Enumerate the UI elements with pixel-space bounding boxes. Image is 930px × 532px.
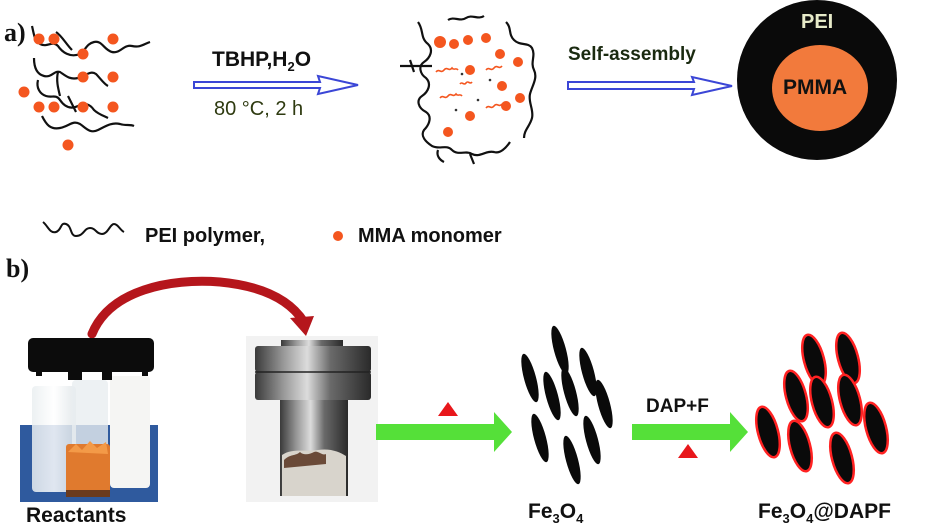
polymer-chain — [36, 79, 109, 119]
monomer-dot — [107, 71, 119, 83]
formula-sub3: 3 — [782, 511, 790, 527]
polymer-chain — [67, 95, 77, 113]
reagents-subscript: 2 — [287, 59, 295, 75]
monomer-dot — [48, 33, 60, 45]
polymer-chain — [41, 115, 135, 133]
reagents-tail: O — [294, 48, 312, 71]
panel-a-label: a) — [4, 18, 26, 47]
autoclave-photo — [246, 336, 378, 502]
step1-reagents: TBHP,H2O — [212, 48, 311, 74]
green-arrow-step2 — [632, 412, 748, 452]
formula-dapf: @DAPF — [813, 500, 891, 523]
product-label: Fe3O4@DAPF — [758, 500, 891, 526]
reactants-label: Reactants — [26, 504, 127, 527]
formula-sub4: 4 — [576, 511, 584, 527]
panel-b-label: b) — [6, 254, 30, 283]
monomer-dots — [18, 33, 119, 151]
intermediate-label: Fe3O4 — [528, 500, 583, 526]
hollow-arrow-step1 — [193, 74, 359, 96]
monomer-dot — [77, 101, 89, 113]
curved-arrow-head — [290, 316, 314, 336]
legend-polymer-label: PEI polymer, — [145, 225, 266, 247]
step2-label: Self-assembly — [568, 44, 696, 65]
formula-fe: Fe — [528, 500, 553, 523]
monomer-dot — [107, 101, 119, 113]
monomer-dot — [62, 139, 74, 151]
shell-label: PEI — [801, 11, 834, 33]
monomer-dot — [18, 86, 30, 98]
monomer-dot — [77, 48, 89, 60]
polymer-chain — [30, 25, 151, 57]
formula-sub3: 3 — [552, 511, 560, 527]
formula-fe: Fe — [758, 500, 783, 523]
step2-reagent-label: DAP+F — [646, 396, 709, 417]
step1-conditions: 80 °C, 2 h — [214, 98, 304, 120]
legend-monomer-icon — [333, 231, 343, 241]
monomer-dot — [33, 101, 45, 113]
monomer-dot — [107, 33, 119, 45]
polymer-chain — [55, 31, 73, 51]
formula-sub4: 4 — [806, 511, 814, 527]
reagents-main: TBHP,H — [212, 48, 288, 71]
curved-transfer-arrow — [87, 276, 309, 339]
monomer-dot — [48, 101, 60, 113]
fe3o4-nanoparticles — [521, 325, 613, 485]
legend-monomer-label: MMA monomer — [358, 225, 502, 247]
monomer-polymer-mixture — [30, 25, 151, 133]
reactants-photo — [20, 338, 158, 502]
monomer-dot — [33, 33, 45, 45]
legend-polymer-icon — [42, 221, 125, 238]
pmma-core — [772, 45, 868, 131]
heat-triangle-1 — [438, 402, 458, 416]
monomer-dot — [77, 71, 89, 83]
polymer-chain — [56, 71, 62, 97]
green-arrow-step1 — [376, 412, 512, 452]
polymer-chain — [32, 57, 109, 87]
formula-o: O — [559, 500, 577, 523]
core-label: PMMA — [783, 76, 848, 99]
polymerized-cluster — [400, 15, 537, 165]
formula-o: O — [789, 500, 807, 523]
heat-triangle-2 — [678, 444, 698, 458]
hollow-arrow-step2 — [567, 75, 733, 97]
fe3o4-dapf-particles — [754, 331, 890, 485]
